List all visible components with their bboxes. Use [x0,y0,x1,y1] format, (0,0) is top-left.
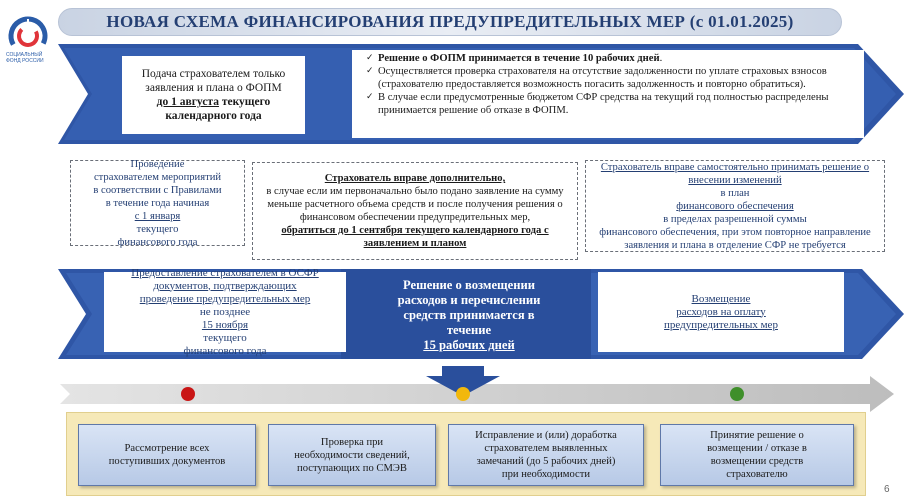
stage2-mid-line2: расходов и перечислении [397,293,541,307]
logo-caption-line1: СОЦИАЛЬНЫЙ [6,52,43,58]
timeline-dot-red [181,387,195,401]
stage2-decision-text: Решение о возмещении расходов и перечисл… [364,278,574,353]
step4-line1: Принятие решение о [710,430,804,441]
stage1-application-box: Подача страхователем только заявления и … [122,56,305,134]
stage1-left-line4: календарного года [165,110,262,122]
stage1-left-line1: Подача страхователем только [141,68,286,80]
note-left-line4: в течение года начиная [105,197,210,209]
step-review-documents: Рассмотрение всех поступивших документов [78,424,256,486]
note-left-line1: Проведение [130,158,185,170]
stage2-reimbursement-box: Возмещение расходов на оплату предупреди… [598,272,844,352]
step3-line3: замечаний (до 5 рабочих дней) [476,456,616,467]
note-additional-application: Страхователь вправе дополнительно, в слу… [252,162,578,260]
stage2-mid-line1: Решение о возмещении [402,278,536,292]
page-title: НОВАЯ СХЕМА ФИНАНСИРОВАНИЯ ПРЕДУПРЕДИТЕЛ… [106,12,794,31]
step3-line1: Исправление и (или) доработка [475,430,617,441]
note-plan-changes: Страхователь вправе самостоятельно прини… [585,160,885,252]
note-left-line6: финансового года [117,236,198,248]
step-decision: Принятие решение о возмещении / отказе в… [660,424,854,486]
step3-line4: при необходимости [501,469,591,480]
header-banner: НОВАЯ СХЕМА ФИНАНСИРОВАНИЯ ПРЕДУПРЕДИТЕЛ… [58,8,842,36]
step1-line2: поступивших документов [108,456,226,467]
logo-caption-line2: ФОНД РОССИИ [6,58,44,64]
timeline-dot-green [730,387,744,401]
down-arrow-icon [426,366,500,396]
stage2-left-line1: Предоставление страхователем в ОСФР [131,266,319,279]
stage1-bullet-1: Решение о ФОПМ принимается в течение 10 … [366,52,858,65]
step2-line1: Проверка при [320,436,384,448]
timeline-dot-yellow [456,387,470,401]
sfr-logo-icon [8,16,48,56]
stage2-right-line3: предупредительных мер [664,318,778,331]
stage2-left-line3: проведение предупредительных мер [139,292,311,305]
step4-line4: страхователю [726,469,788,480]
stage2-left-line4: не позднее 15 ноября текущего [199,305,251,344]
process-timeline [60,366,894,412]
note-activities: Проведение страхователем мероприятий в с… [70,158,245,248]
step4-line2: возмещении / отказе в [707,443,807,454]
step1-line1: Рассмотрение всех [124,443,210,454]
stage2-left-line2: документов, подтверждающих [153,279,297,292]
stage1-left-line2: заявления и плана о ФОПМ [145,82,282,94]
note-center-text: Страхователь вправе дополнительно, в слу… [266,173,564,249]
stage1-bullet-2: Осуществляется проверка страхователя на … [366,65,858,91]
step2-line3: поступающих по СМЭВ [297,462,407,474]
stage2-right-line2: расходов на оплату [676,305,766,318]
stage1-decision-box: Решение о ФОПМ принимается в течение 10 … [352,50,864,138]
note-right-text: Страхователь вправе самостоятельно прини… [599,161,871,251]
note-left-line5: с 1 января текущего [134,210,181,235]
logo-caption: СОЦИАЛЬНЫЙ ФОНД РОССИИ [6,52,52,64]
note-left-line2: страхователем мероприятий [93,171,222,183]
step4-line3: возмещении средств [710,456,804,467]
stage1-left-line3: до 1 августа текущего [156,96,271,108]
stage2-documents-box: Предоставление страхователем в ОСФР доку… [104,267,346,357]
page-number: 6 [884,484,890,495]
step2-line2: необходимости сведений, [294,449,410,461]
stage2-left-line5: финансового года [183,344,267,357]
stage2-right-line1: Возмещение [691,292,751,305]
stage2-mid-line4: течение 15 рабочих дней [423,323,515,352]
step-smev-check: Проверка при необходимости сведений, пос… [268,424,436,486]
step-corrections: Исправление и (или) доработка страховате… [448,424,644,486]
step3-line2: страхователем выявленных [484,443,608,454]
stage1-bullet-3: В случае если предусмотренные бюджетом С… [366,91,858,117]
stage2-mid-line3: средств принимается в [403,308,535,322]
note-left-line3: в соответствии с Правилами [93,184,222,196]
